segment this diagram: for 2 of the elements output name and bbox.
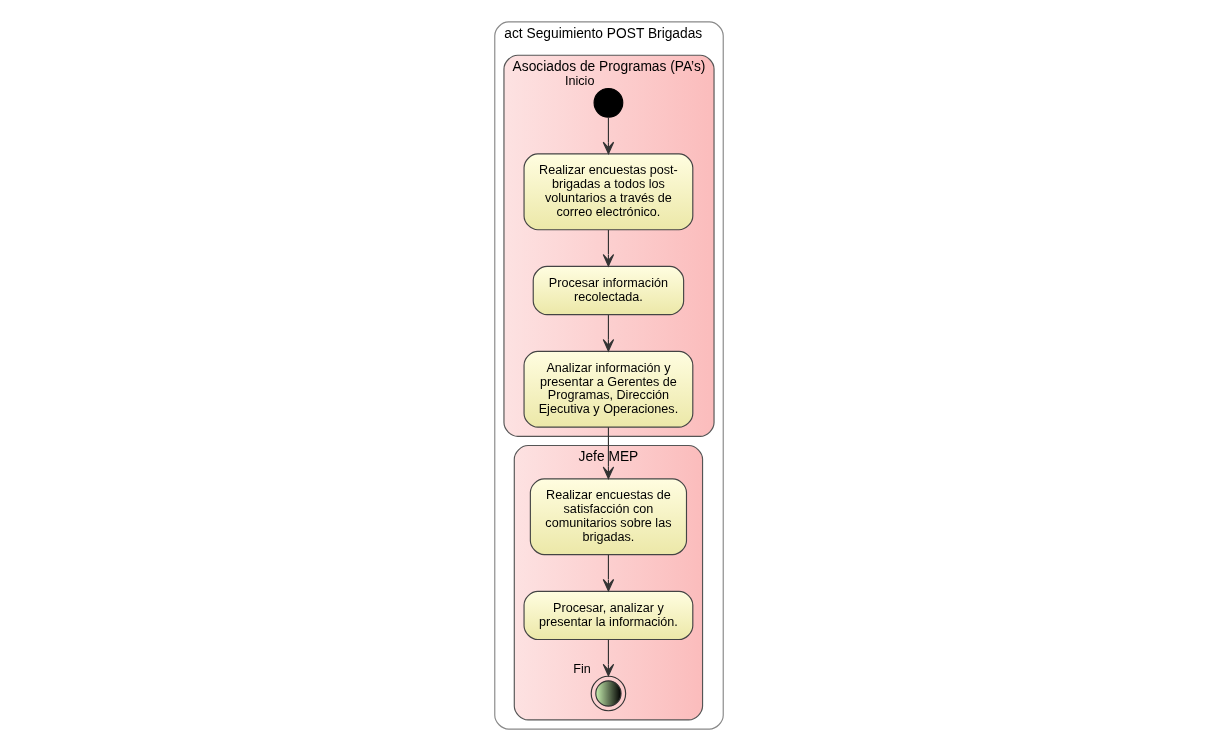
node-label: Fin bbox=[573, 661, 591, 676]
node-label: Inicio bbox=[565, 73, 595, 88]
